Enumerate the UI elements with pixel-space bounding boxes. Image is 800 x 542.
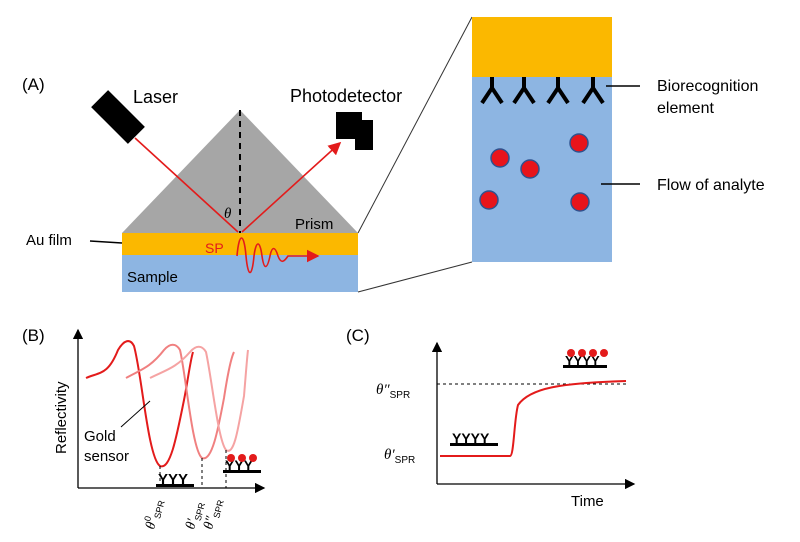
antibody-strip-b: YYY bbox=[156, 471, 194, 488]
antibody-icon: YYY bbox=[158, 471, 188, 488]
theta-high-sub: SPR bbox=[390, 390, 411, 401]
antibody-icon bbox=[480, 77, 504, 105]
incident-beam bbox=[134, 137, 239, 233]
inset-analyte-layer bbox=[472, 77, 612, 262]
theta2-curve bbox=[149, 345, 249, 452]
inset-gold-layer bbox=[472, 17, 612, 77]
tick-theta0: θ0SPR bbox=[140, 497, 167, 532]
panel-b: (B) Reflectivity Gold sensor YYY YYY bbox=[22, 326, 266, 532]
reflectivity-label: Reflectivity bbox=[53, 381, 70, 454]
biorecognition-label-2: element bbox=[657, 100, 714, 117]
antibody-icon bbox=[581, 77, 605, 105]
analyte-particle bbox=[570, 192, 590, 212]
svg-text:θ0SPR: θ0SPR bbox=[140, 497, 166, 532]
zoom-line-top bbox=[357, 16, 473, 234]
analyte-particle bbox=[569, 133, 589, 153]
gold-sensor-label-2: sensor bbox=[84, 448, 129, 465]
flow-label: Flow of analyte bbox=[657, 177, 765, 194]
laser-label: Laser bbox=[133, 87, 178, 107]
panel-a-label: (A) bbox=[22, 75, 45, 94]
au-film-pointer bbox=[89, 240, 123, 244]
photodetector-label: Photodetector bbox=[290, 86, 402, 106]
panel-c: (C) Time θ″SPR θ′SPR YYYY YYYY bbox=[346, 326, 636, 510]
svg-text:θ″SPR: θ″SPR bbox=[376, 382, 410, 401]
panel-a: (A) Laser Photodetector θ Prism Au film … bbox=[22, 16, 473, 293]
photodetector-icon bbox=[336, 112, 373, 150]
biorecognition-label-1: Biorecognition bbox=[657, 78, 758, 95]
prism-label: Prism bbox=[295, 216, 333, 233]
laser-icon bbox=[91, 90, 145, 144]
theta-low-label: θ′ bbox=[384, 447, 395, 463]
reflected-beam bbox=[241, 141, 342, 233]
antibody-row bbox=[480, 77, 605, 105]
analyte-particle bbox=[520, 159, 540, 179]
zoom-line-bottom bbox=[357, 261, 473, 293]
analyte-particle bbox=[490, 148, 510, 168]
antibody-icon bbox=[512, 77, 536, 105]
tick-theta1: θ′SPR bbox=[183, 499, 207, 531]
inset-zoom: Biorecognition element Flow of analyte bbox=[472, 17, 765, 262]
surface-plasmon-wave bbox=[236, 237, 320, 274]
panel-b-label: (B) bbox=[22, 326, 45, 345]
svg-text:θ″SPR: θ″SPR bbox=[201, 497, 226, 532]
theta-high-label: θ″ bbox=[376, 382, 390, 398]
prism bbox=[122, 110, 358, 233]
sample-label: Sample bbox=[127, 269, 178, 286]
au-film-label: Au film bbox=[26, 232, 72, 249]
tick-theta2: θ″SPR bbox=[201, 497, 226, 532]
gold-sensor-pointer bbox=[120, 400, 151, 428]
analyte-particles bbox=[479, 133, 590, 212]
svg-text:YYYY: YYYY bbox=[565, 353, 600, 368]
bound-antibody-icon: YYY bbox=[223, 454, 261, 473]
theta-low-sub: SPR bbox=[395, 455, 416, 466]
theta1-curve bbox=[125, 343, 235, 460]
svg-text:θ′SPR: θ′SPR bbox=[384, 447, 415, 466]
au-film-layer bbox=[122, 233, 358, 255]
antibody-strip-c: YYYY bbox=[450, 430, 498, 446]
analyte-particle bbox=[479, 190, 499, 210]
theta-label: θ bbox=[224, 206, 232, 222]
svg-text:YYYY: YYYY bbox=[452, 430, 490, 446]
bound-antibody-strip-c: YYYY bbox=[563, 349, 608, 368]
gold-sensor-label-1: Gold bbox=[84, 428, 116, 445]
gold-sensor-curve bbox=[85, 340, 194, 468]
time-label: Time bbox=[571, 493, 604, 510]
binding-curve bbox=[440, 380, 627, 457]
antibody-icon bbox=[546, 77, 570, 105]
svg-text:θ′SPR: θ′SPR bbox=[183, 499, 207, 531]
sp-label: SP bbox=[205, 240, 224, 256]
panel-c-label: (C) bbox=[346, 326, 370, 345]
